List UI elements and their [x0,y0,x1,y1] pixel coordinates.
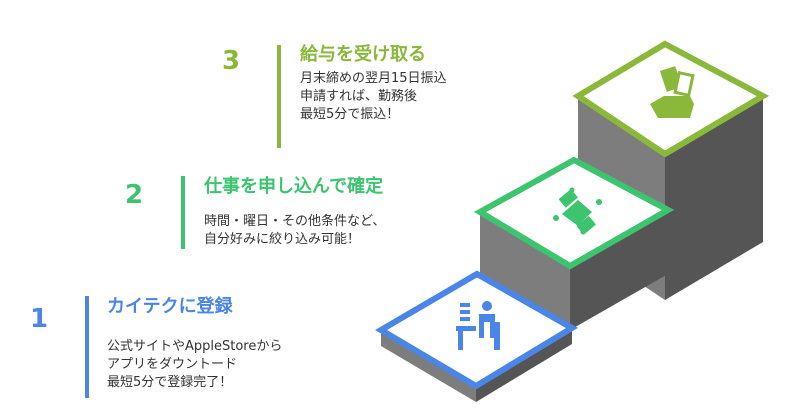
worker-at-desk-icon [456,301,500,350]
step-2-description: 時間・曜日・その他条件など、 自分好みに絞り込み可能！ [204,213,385,249]
step-3-number: 3 [222,46,241,76]
step-3-divider [277,45,281,148]
step-2-line: 時間・曜日・その他条件など、 [204,214,386,229]
stair-step-1 [375,270,578,402]
step-1-number: 1 [30,304,49,334]
step-3-description: 月末締めの翌月15日振込 申請すれば、勤務後 最短5分で振込！ [300,70,447,124]
step-1-line: アプリをダウントード [107,357,238,372]
step-2-divider [181,176,185,249]
step-3-title: 給与を受け取る [300,44,426,65]
step-2-title: 仕事を申し込んで確定 [204,176,384,197]
money-in-hand-icon [650,66,695,118]
step-3-line: 最短5分で振込！ [300,107,400,122]
step-3-line: 月末締めの翌月15日振込 [300,71,447,86]
step-1-divider [85,296,89,398]
step-3-line: 申請すれば、勤務後 [300,89,418,104]
step-1-line: 公式サイトやAppleStoreから [107,339,283,354]
step-1-title: カイテクに登録 [107,296,233,317]
step-1-line: 最短5分で登録完了！ [107,375,233,390]
step-2-number: 2 [125,180,144,210]
step-1-description: 公式サイトやAppleStoreから アプリをダウントード 最短5分で登録完了！ [107,338,282,392]
step-2-line: 自分好みに絞り込み可能！ [204,232,361,247]
handshake-icon [553,187,602,235]
